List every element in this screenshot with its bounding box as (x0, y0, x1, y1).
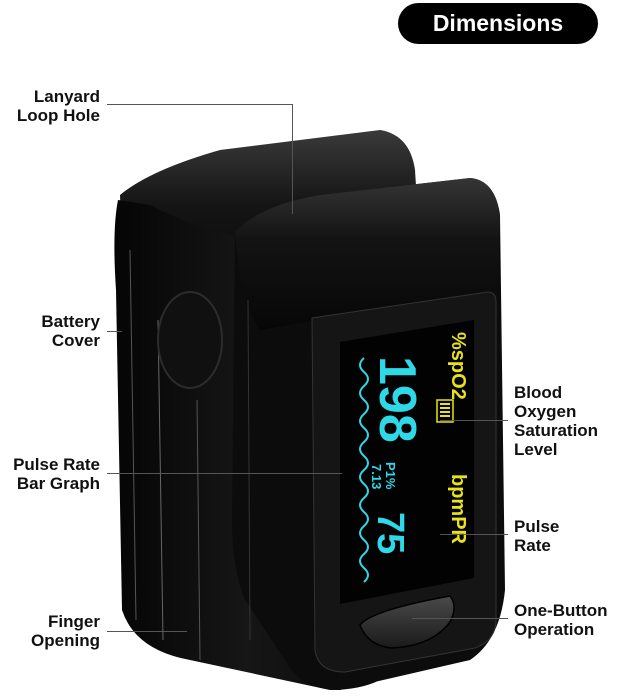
leader-battery (107, 331, 122, 332)
callout-blood-oxygen-saturation: Blood Oxygen Saturation Level (514, 383, 622, 459)
callout-line: Oxygen (514, 402, 577, 421)
pr-value: 75 (369, 512, 411, 554)
callout-line: Rate (514, 536, 551, 555)
leader-spo2 (440, 420, 508, 421)
leader-finger (107, 631, 187, 632)
display-screen (340, 320, 474, 604)
leader-button (412, 618, 508, 619)
callout-line: Bar Graph (16, 474, 100, 493)
callout-line: Saturation (514, 421, 599, 440)
callout-pulse-rate: Pulse Rate (514, 517, 622, 555)
callout-line: Finger (48, 612, 100, 631)
pi-label: P1% (383, 462, 398, 490)
pr-label: bpmPR (447, 474, 469, 545)
leader-lanyard-h (107, 104, 293, 105)
callout-line: Pulse (514, 517, 560, 536)
callout-line: Operation (514, 620, 595, 639)
callout-line: Pulse Rate (13, 455, 100, 474)
callout-line: Lanyard (33, 87, 100, 106)
callout-finger-opening: Finger Opening (0, 612, 100, 650)
callout-line: One-Button (514, 601, 608, 620)
dimensions-badge: Dimensions (398, 3, 598, 44)
battery-level-icon (436, 399, 454, 423)
pi-value: 7.13 (369, 464, 384, 489)
spo2-value: 198 (368, 356, 426, 443)
one-button[interactable] (359, 595, 455, 649)
callout-pulse-rate-bar-graph: Pulse Rate Bar Graph (0, 455, 100, 493)
callout-line: Loop Hole (16, 106, 100, 125)
leader-bargraph (107, 473, 342, 474)
callout-battery-cover: Battery Cover (0, 312, 100, 350)
callout-line: Level (514, 440, 558, 459)
callout-line: Cover (51, 331, 100, 350)
leader-lanyard-v (292, 104, 293, 214)
pulse-wave-graph (359, 357, 369, 583)
callout-lanyard-loop-hole: Lanyard Loop Hole (0, 87, 100, 125)
callout-line: Opening (31, 631, 100, 650)
battery-cover (157, 291, 223, 389)
leader-pulse (440, 534, 508, 535)
callout-line: Battery (41, 312, 100, 331)
callout-one-button-operation: One-Button Operation (514, 601, 622, 639)
spo2-label: %spO2 (447, 332, 469, 400)
callout-line: Blood (514, 383, 563, 402)
